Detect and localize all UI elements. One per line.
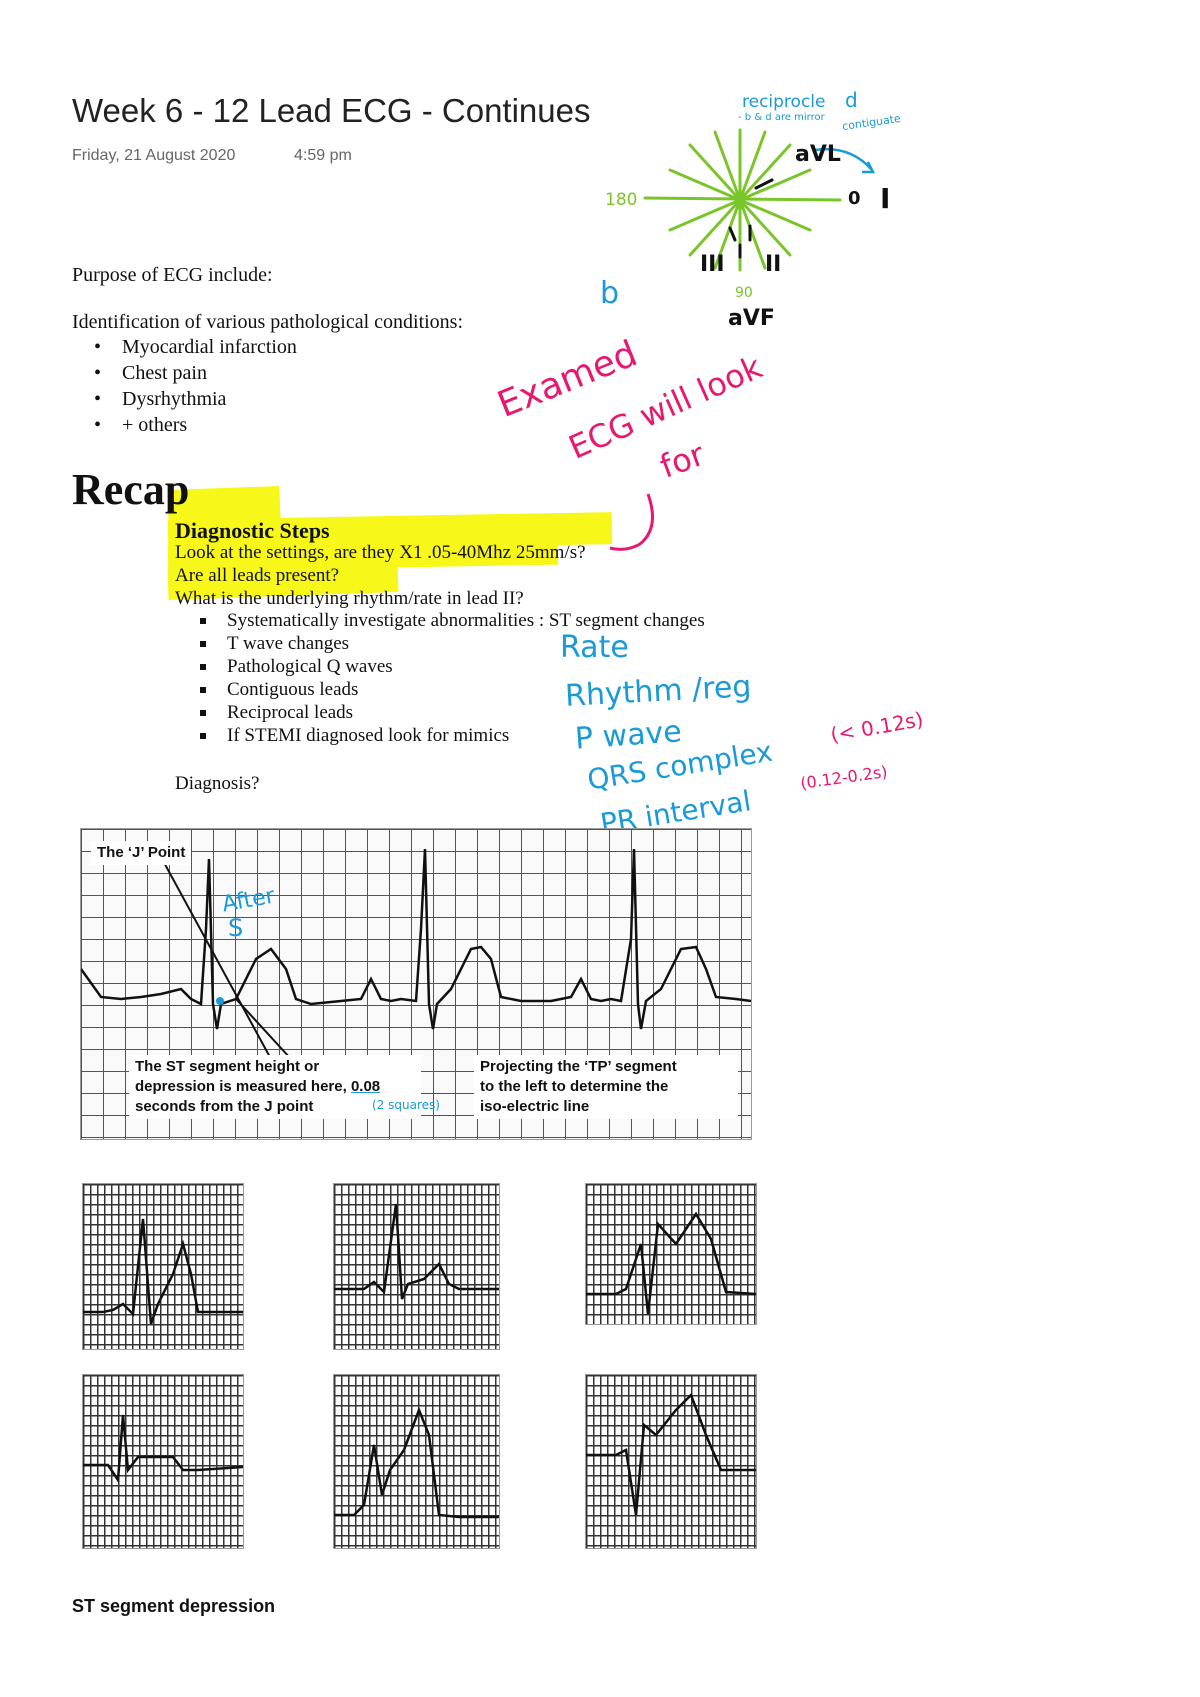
recap-heading: Recap: [72, 465, 190, 514]
st-depression-label: ST segment depression: [72, 1596, 276, 1616]
90-degree-label: 90: [735, 285, 753, 301]
ecg-trace: [334, 1406, 499, 1519]
list-item: Systematically investigate abnormalities…: [175, 609, 705, 632]
lead-avl-label: aVL: [795, 142, 841, 167]
lead-iii-label: III: [700, 252, 725, 277]
ecg-example: [333, 1374, 500, 1549]
ecg-trace: [334, 1203, 499, 1300]
condition-list: Myocardial infarction Chest pain Dysrhyt…: [72, 334, 297, 438]
lead-ii-label: II: [765, 252, 782, 277]
note-qrs-value: (< 0.12s): [828, 707, 926, 747]
lead-avf-label: aVF: [728, 306, 775, 331]
list-item: Dysrhythmia: [72, 386, 297, 412]
list-item: Chest pain: [72, 360, 297, 386]
diagnostic-line: What is the underlying rhythm/rate in le…: [175, 588, 524, 609]
note-pr-value: (0.12-0.2s): [799, 761, 889, 794]
diagnostic-line: Look at the settings, are they X1 .05-40…: [175, 542, 586, 563]
list-item: T wave changes: [175, 632, 705, 655]
list-item: + others: [72, 412, 297, 438]
ecg-example: [585, 1374, 757, 1549]
steps-list: Systematically investigate abnormalities…: [175, 609, 705, 747]
j-point-label: The ‘J’ Point: [91, 841, 192, 865]
pink-bracket: [609, 493, 654, 551]
ecg-example: [333, 1183, 500, 1350]
diagnosis-line: Diagnosis?: [175, 773, 260, 794]
diagnostic-steps-title: Diagnostic Steps: [175, 518, 330, 543]
ecg-example: [585, 1183, 757, 1325]
tp-segment-note: Projecting the ‘TP’ segment to the left …: [474, 1055, 738, 1119]
ecg-example: [82, 1183, 244, 1350]
note-rate: Rate: [560, 630, 629, 665]
ecg-example: [82, 1374, 244, 1549]
page-title: Week 6 - 12 Lead ECG - Continues: [72, 92, 591, 129]
180-degree-label: 180: [605, 190, 638, 210]
note-mirror: - b & d are mirror: [738, 112, 825, 123]
ecg-trace: [81, 848, 751, 1060]
ecg-trace: [586, 1392, 756, 1516]
note-two-squares: (2 squares): [372, 1098, 440, 1112]
list-item: Pathological Q waves: [175, 655, 705, 678]
note-b: b: [600, 276, 620, 311]
ecg-trace: [83, 1414, 243, 1484]
page-time: 4:59 pm: [294, 147, 352, 164]
list-item: Myocardial infarction: [72, 334, 297, 360]
list-item: Reciprocal leads: [175, 701, 705, 724]
note-d: d: [845, 88, 858, 112]
zero-degree-label: 0: [848, 188, 861, 209]
identification-line: Identification of various pathological c…: [72, 311, 464, 333]
page-date: Friday, 21 August 2020: [72, 147, 236, 164]
purpose-heading: Purpose of ECG include:: [72, 264, 273, 286]
ecg-trace: [586, 1211, 756, 1315]
list-item: If STEMI diagnosed look for mimics: [175, 724, 705, 747]
ecg-trace: [83, 1218, 243, 1325]
note-reciprocle: reciprocle: [742, 92, 826, 112]
note-s: S: [228, 914, 244, 942]
st-measure-note: The ST segment height or depression is m…: [129, 1055, 421, 1119]
diagnostic-line: Are all leads present?: [175, 565, 340, 586]
list-item: Contiguous leads: [175, 678, 705, 701]
note-for: for: [655, 434, 710, 486]
hexaxial-diagram: [643, 128, 876, 272]
ecg-j-point-figure: The ‘J’ Point The ST segment height or d…: [80, 828, 752, 1140]
lead-i-label: I: [880, 182, 891, 215]
